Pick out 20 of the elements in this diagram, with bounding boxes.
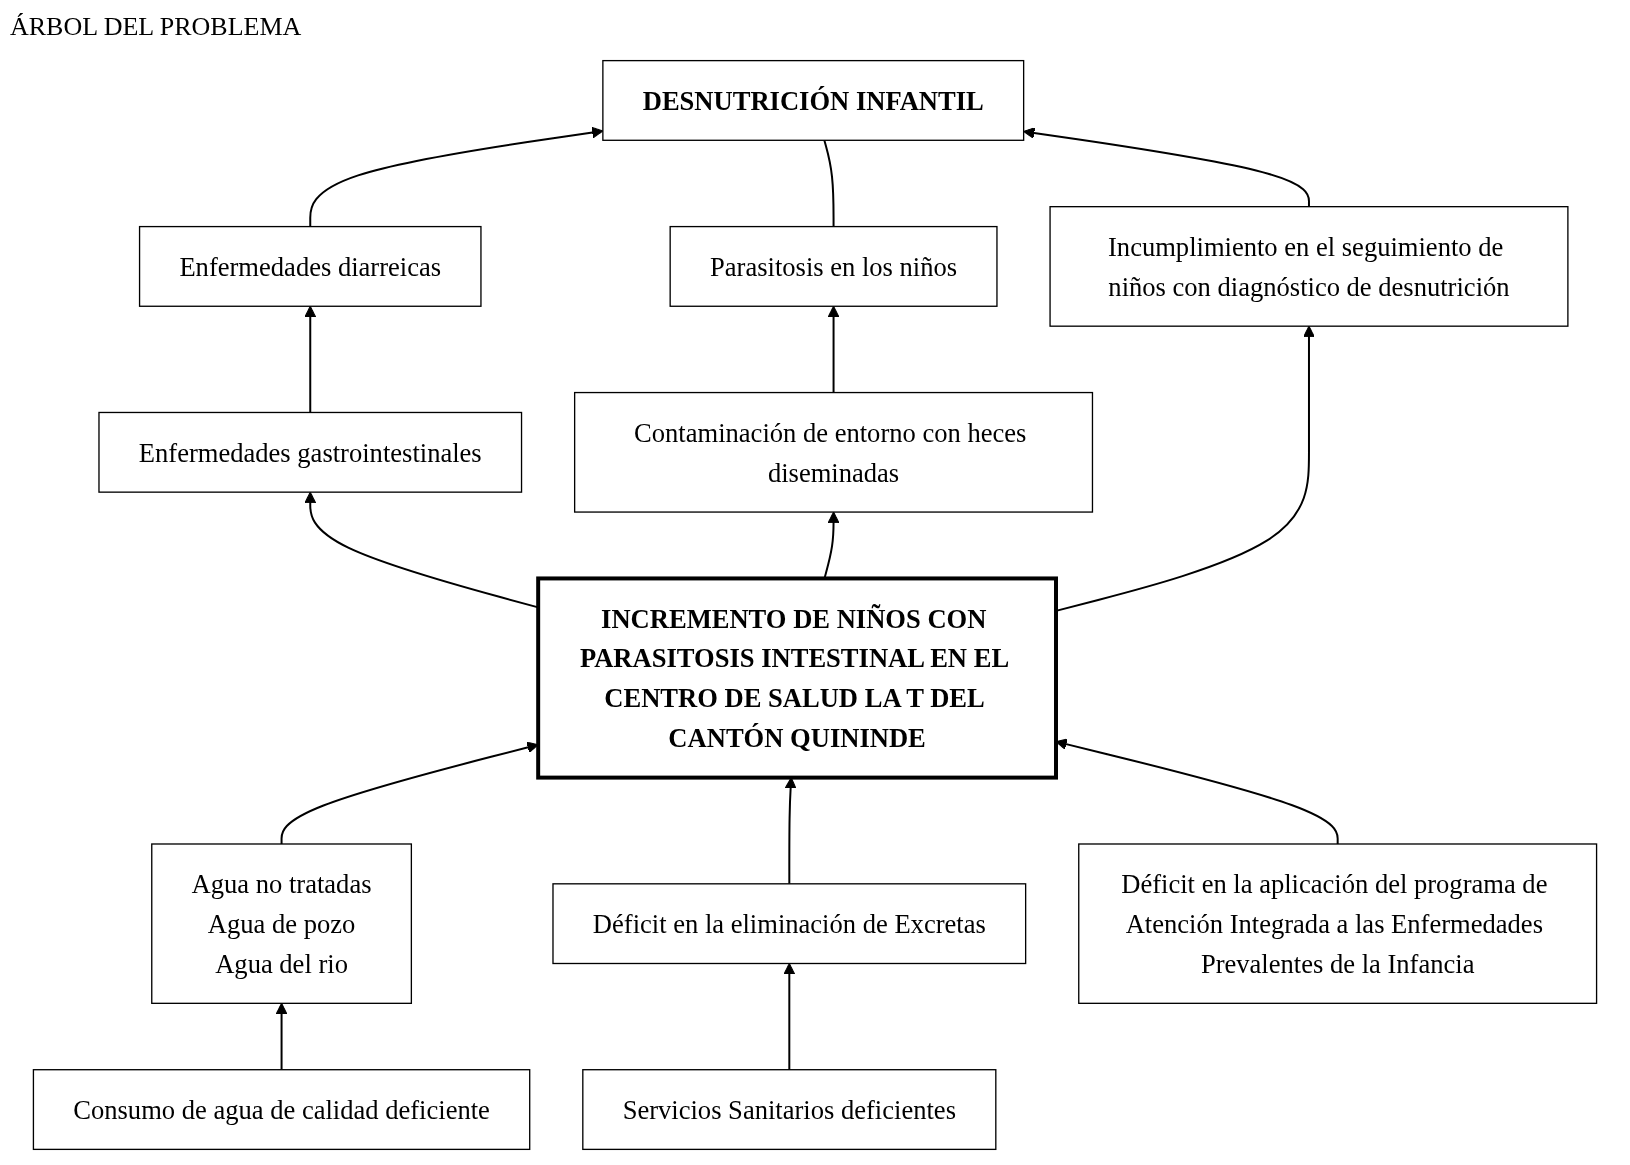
node-box: Incumplimiento en el seguimiento de niños con diagnóstico de desnutrición xyxy=(1049,206,1569,327)
node-box: Servicios Sanitarios deficientes xyxy=(582,1069,997,1151)
node-box: Consumo de agua de calidad deficiente xyxy=(32,1069,531,1151)
node-box: Agua no tratadas Agua de pozo Agua del rio xyxy=(151,843,413,1004)
node-box: Enfermedades gastrointestinales xyxy=(98,411,523,493)
node-box: Contaminación de entorno con heces diseminadas xyxy=(574,391,1094,513)
node-box: Déficit en la aplicación del programa de Atención Integrada a las Enfermedades Prevalentes de la Infancia xyxy=(1078,843,1598,1004)
node-box: DESNUTRICIÓN INFANTIL xyxy=(602,59,1025,141)
arrow xyxy=(827,305,840,394)
arrow xyxy=(784,777,797,885)
node-box: Déficit en la eliminación de Excretas xyxy=(552,883,1027,965)
arrow xyxy=(304,305,317,414)
arrow xyxy=(1023,127,1310,208)
node-box: Enfermedades diarreicas xyxy=(138,225,482,307)
arrow xyxy=(783,962,796,1071)
node-box: INCREMENTO DE NIÑOS CON PARASITOSIS INTESTINAL EN EL CENTRO DE SALUD LA T DEL CANTÓN QUININDE xyxy=(536,576,1058,780)
connector xyxy=(823,139,835,228)
diagram-title: ÁRBOL DEL PROBLEMA xyxy=(10,12,302,42)
node-box: Parasitosis en los niños xyxy=(669,225,998,307)
arrow xyxy=(275,1002,288,1071)
